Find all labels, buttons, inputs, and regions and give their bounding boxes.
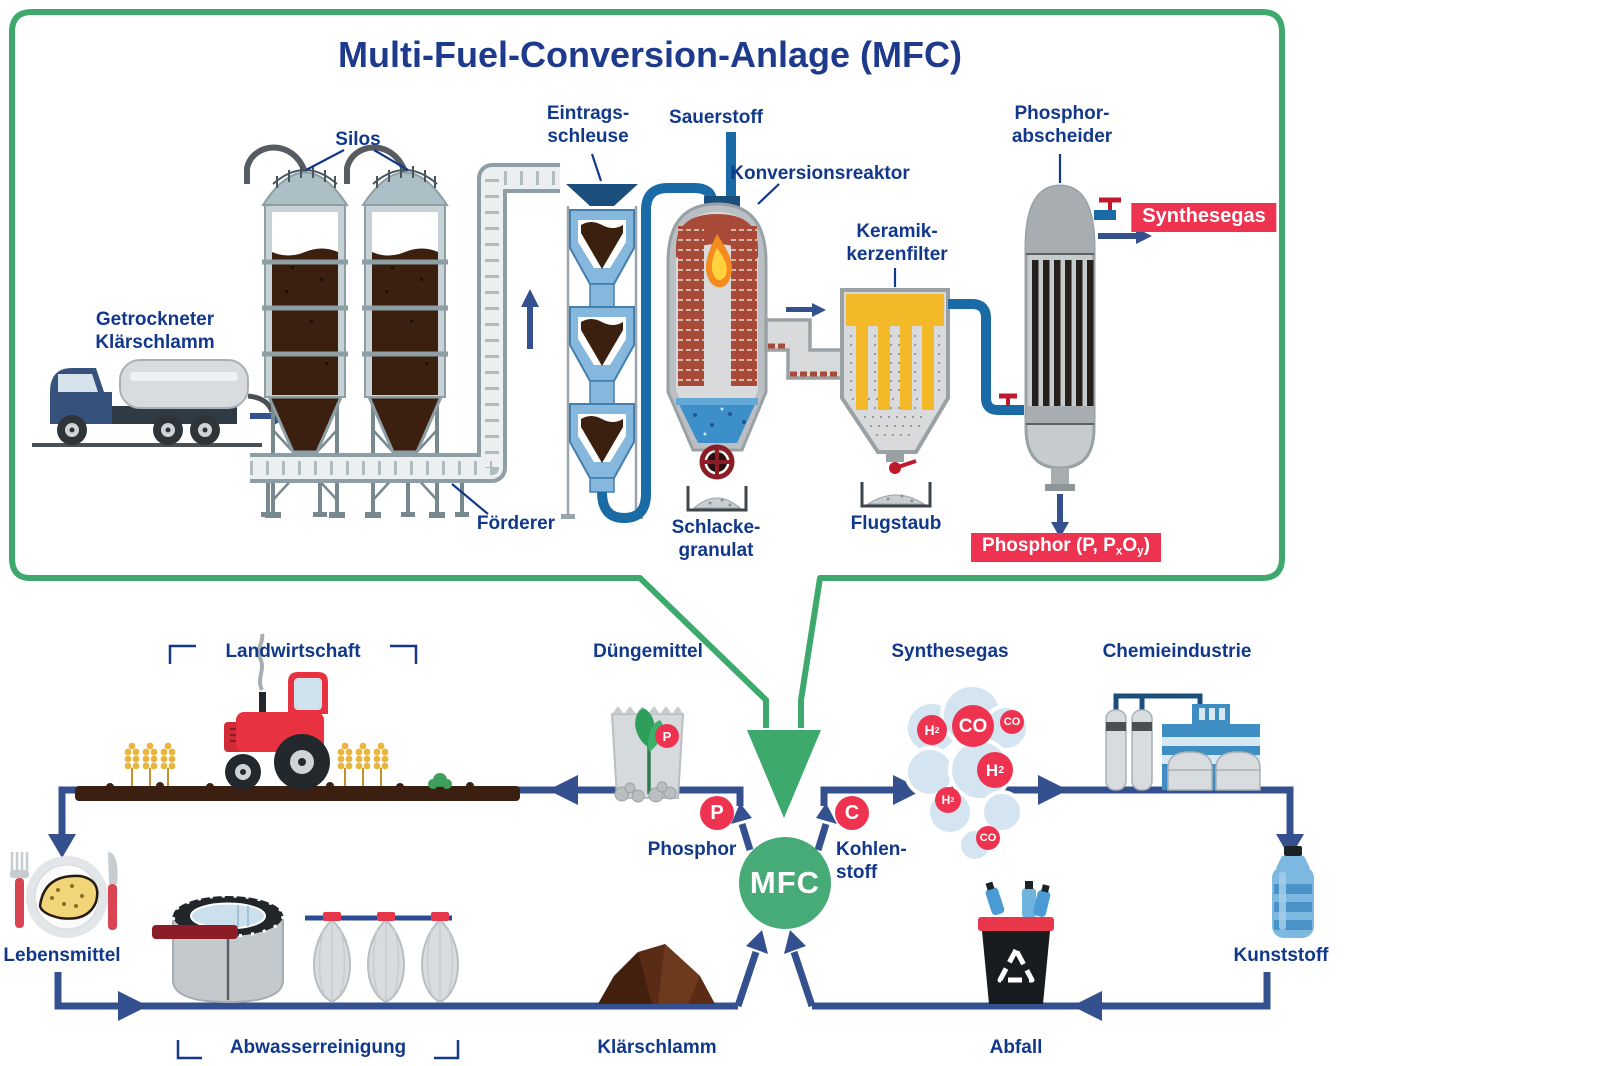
recycle-icon — [997, 947, 1035, 983]
label-inlet-lock: Eintrags- schleuse — [546, 103, 630, 148]
funnel-arrow-left-edge — [637, 575, 769, 728]
label-fly-ash: Flugstaub — [850, 513, 942, 534]
phosphorus-out-arrow — [1051, 494, 1069, 538]
carbon-symbol-badge: C — [835, 796, 869, 830]
filter-to-separator-pipe — [948, 299, 1024, 415]
label-dried-sludge: Getrockneter Klärschlamm — [95, 309, 215, 354]
label-phosphorus: Phosphor — [647, 839, 737, 860]
molecule-co-2: CO — [1000, 710, 1024, 734]
label-waste: Abfall — [989, 1037, 1043, 1058]
molecule-symbol: H — [985, 760, 999, 780]
waste-bin-illustration — [978, 881, 1054, 1004]
label-phosphorus-separator: Phosphor- abscheider — [1011, 103, 1113, 148]
syngas-product-badge: Synthesegas — [1131, 203, 1277, 232]
truck-illustration — [32, 359, 275, 447]
duct-flow-arrow — [786, 303, 826, 317]
label-silos: Silos — [335, 129, 381, 150]
phosphorus-product-badge: Phosphor (P, PxOy) — [971, 533, 1161, 562]
phosphorus-badge-text: Phosphor (P, P — [982, 535, 1116, 556]
label-slag: Schlacke- granulat — [671, 517, 761, 562]
label-sludge: Klärschlamm — [597, 1037, 717, 1058]
molecule-symbol: CO — [979, 831, 997, 844]
molecule-co-1: CO — [952, 705, 994, 747]
label-fertilizer: Düngemittel — [593, 641, 703, 662]
plastic-bottle-illustration — [1272, 846, 1314, 938]
fertilizer-bag-illustration — [610, 706, 685, 803]
wastewater-plant-illustration — [152, 894, 459, 1004]
label-syngas: Synthesegas — [891, 641, 1009, 662]
plant-box-border — [9, 9, 1285, 581]
label-wastewater: Abwasserreinigung — [229, 1037, 407, 1058]
label-reactor: Konversionsreaktor — [730, 163, 910, 184]
label-oxygen: Sauerstoff — [669, 107, 763, 128]
label-pointer-lines — [305, 149, 1062, 515]
phosphorus-separator-illustration — [1024, 184, 1121, 491]
molecule-sub: 2 — [934, 724, 940, 735]
molecule-sub: 2 — [950, 795, 955, 805]
phosphorus-badge-sub-x: x — [1115, 544, 1123, 558]
conveyor-illustration — [250, 163, 560, 517]
label-chemical-industry: Chemieindustrie — [1102, 641, 1252, 662]
tractor-illustration — [224, 633, 330, 790]
conveyor-up-arrow — [521, 289, 539, 349]
field-illustration — [75, 741, 520, 801]
label-brackets — [168, 644, 460, 1060]
chemical-plant-illustration — [1105, 693, 1261, 791]
separator-inlet-valve — [999, 393, 1017, 406]
ceramic-filter-illustration — [840, 288, 950, 508]
phosphorus-badge-sub-y: y — [1137, 544, 1144, 558]
molecule-symbol: CO — [1003, 715, 1021, 728]
label-agriculture: Landwirtschaft — [225, 641, 361, 662]
label-ceramic-filter: Keramik- kerzenfilter — [846, 221, 948, 266]
food-illustration — [10, 852, 118, 938]
molecule-symbol: H — [924, 722, 935, 738]
reactor-to-filter-duct — [764, 318, 848, 380]
mfc-hub-badge: MFC — [739, 837, 831, 929]
syngas-out-arrow — [1098, 228, 1152, 244]
fertilizer-p-badge: P — [655, 724, 679, 748]
label-carbon: Kohlen- stoff — [836, 839, 907, 884]
phosphorus-badge-close: ) — [1143, 535, 1150, 556]
molecule-symbol: CO — [958, 715, 988, 737]
label-plastic: Kunststoff — [1233, 945, 1329, 966]
inlet-lock-illustration — [561, 184, 643, 519]
funnel-arrow-right-edge — [798, 577, 823, 728]
sludge-pile-illustration — [598, 944, 715, 1004]
funnel-arrowhead-to-mfc — [747, 730, 821, 818]
molecule-symbol: H — [941, 793, 951, 807]
phosphorus-symbol-badge: P — [700, 796, 734, 830]
label-conveyor: Förderer — [476, 513, 556, 534]
molecule-co-3: CO — [976, 826, 1000, 850]
phosphorus-badge-o: O — [1122, 535, 1138, 556]
molecule-sub: 2 — [998, 763, 1005, 776]
page-title: Multi-Fuel-Conversion-Anlage (MFC) — [338, 34, 962, 75]
cycle-flow-arrowheads — [48, 775, 1304, 1021]
feed-pipe — [597, 183, 717, 524]
label-food: Lebensmittel — [3, 945, 121, 966]
conversion-reactor-illustration — [666, 202, 768, 512]
